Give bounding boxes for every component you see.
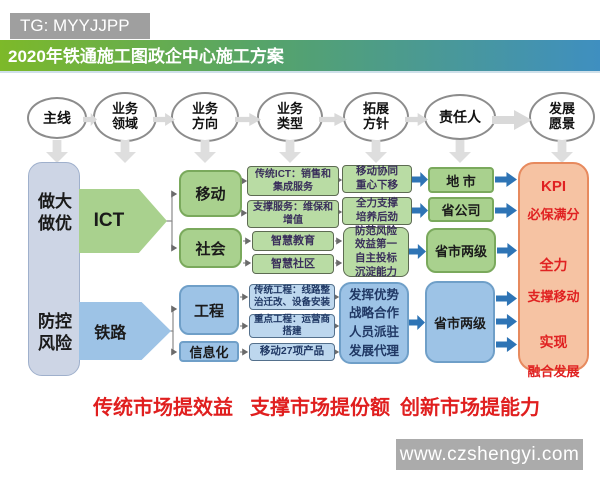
type-label: 传统ICT：销售和集成服务 <box>254 169 332 193</box>
responsible-label: 省市两级 <box>433 315 486 331</box>
vision-line: KPI <box>540 178 566 195</box>
type-mobile-27-products: 移动27项产品 <box>249 343 335 361</box>
vision-box: KPI 必保满分 全力 支撑移动 实现 融合发展 <box>518 162 589 379</box>
policy-label: 全力支撑培养后劲 <box>356 197 398 223</box>
blue-arrow <box>495 172 517 187</box>
vision-line: 全力 <box>539 257 568 273</box>
direction-mobile: 移动 <box>179 170 242 217</box>
responsible-label: 地 市 <box>446 173 476 189</box>
down-arrow <box>365 140 387 163</box>
direction-label: 工程 <box>193 302 224 320</box>
domain-label: 铁路 <box>94 325 127 342</box>
flow-header-label: 业务领域 <box>111 101 138 131</box>
responsible-label: 省市两级 <box>434 244 487 259</box>
direction-society: 社会 <box>179 228 242 268</box>
policy-full-support: 全力支撑培养后劲 <box>342 197 412 225</box>
direction-label: 信息化 <box>189 345 229 360</box>
watermark-url: www.czshengyi.com <box>396 439 583 470</box>
flow-header-mainline: 主线 <box>27 97 87 139</box>
vision-line: 支撑移动 <box>527 289 580 304</box>
domain-label: ICT <box>93 210 125 231</box>
blue-arrow <box>409 244 426 259</box>
mainline-top-label: 做大做优 <box>38 192 72 234</box>
down-arrow <box>46 140 68 163</box>
flow-header-label: 业务类型 <box>276 101 303 131</box>
flow-header-label: 主线 <box>43 110 71 126</box>
responsible-city: 地 市 <box>428 167 494 193</box>
blue-arrow <box>409 315 425 330</box>
blue-arrow <box>496 314 517 329</box>
blue-arrow <box>496 291 517 306</box>
policy-risk-prevention: 防范风险效益第一自主投标沉淀能力 <box>343 224 409 278</box>
responsible-province-city-1: 省市两级 <box>426 228 496 273</box>
flow-header-business-type: 业务类型 <box>257 92 323 142</box>
footer-slogan-support: 支撑市场提份额 <box>250 397 390 419</box>
flow-header-vision: 发展愿景 <box>529 92 595 142</box>
mainline-box: 做大做优 防控风险 <box>28 162 80 376</box>
flow-header-label: 责任人 <box>439 109 481 125</box>
down-arrow <box>279 140 301 163</box>
down-arrow <box>551 140 573 163</box>
down-arrow <box>114 140 136 163</box>
blue-arrow <box>412 203 428 218</box>
type-label: 传统工程：线路整治迁改、设备安装 <box>253 284 330 308</box>
direction-engineering: 工程 <box>179 285 239 335</box>
down-arrow <box>194 140 216 163</box>
direction-label: 移动 <box>195 186 226 203</box>
responsible-province-company: 省公司 <box>428 197 494 222</box>
type-support-service: 支撑服务：维保和增值 <box>247 200 339 228</box>
blue-arrow <box>497 243 517 258</box>
footer-slogan-innovation: 创新市场提能力 <box>400 397 540 419</box>
right-arrow <box>492 110 532 130</box>
direction-informatization: 信息化 <box>179 341 239 362</box>
type-smart-community: 智慧社区 <box>252 254 334 274</box>
type-traditional-ict: 传统ICT：销售和集成服务 <box>247 166 339 196</box>
flow-header-responsible: 责任人 <box>424 94 496 140</box>
responsible-label: 省公司 <box>441 203 481 218</box>
flow-header-expansion-policy: 拓展方针 <box>343 92 409 142</box>
direction-label: 社会 <box>195 240 226 258</box>
flow-header-label: 业务方向 <box>191 101 218 131</box>
policy-label: 移动协同重心下移 <box>356 165 398 191</box>
type-traditional-engineering: 传统工程：线路整治迁改、设备安装 <box>249 284 335 310</box>
policy-label: 发挥优势战略合作人员派驻发展代理 <box>348 287 399 358</box>
type-label: 智慧教育 <box>271 234 315 247</box>
vision-line: 实现 <box>539 334 568 350</box>
type-label: 移动27项产品 <box>259 345 325 358</box>
vision-line: 必保满分 <box>527 207 580 222</box>
policy-label: 防范风险效益第一自主投标沉淀能力 <box>355 224 397 278</box>
type-label: 智慧社区 <box>271 257 315 270</box>
type-label: 重点工程：运营商搭建 <box>253 313 330 337</box>
domain-rail-arrow: 铁路 <box>79 302 171 360</box>
policy-leverage-advantage: 发挥优势战略合作人员派驻发展代理 <box>339 282 409 364</box>
blue-arrow <box>496 337 517 352</box>
flow-header-business-direction: 业务方向 <box>171 92 239 142</box>
domain-ict-arrow: ICT <box>79 189 167 253</box>
type-smart-education: 智慧教育 <box>252 231 334 251</box>
responsible-province-city-2: 省市两级 <box>425 281 495 363</box>
slide-title: 2020年铁通施工图政企中心施工方案 <box>0 40 600 73</box>
mainline-bottom-label: 防控风险 <box>38 312 72 354</box>
flow-header-label: 拓展方针 <box>362 101 389 131</box>
blue-arrow <box>412 172 428 187</box>
flow-header-label: 发展愿景 <box>548 101 575 131</box>
telegram-badge: TG: MYYJJPP <box>10 13 150 39</box>
type-label: 支撑服务：维保和增值 <box>253 202 333 226</box>
blue-arrow <box>495 203 517 218</box>
type-key-engineering: 重点工程：运营商搭建 <box>249 314 335 338</box>
policy-mobile-synergy: 移动协同重心下移 <box>342 165 412 193</box>
flow-header-business-field: 业务领域 <box>93 92 157 142</box>
down-arrow <box>449 140 471 163</box>
vision-line: 融合发展 <box>527 364 580 379</box>
footer-slogan-traditional: 传统市场提效益 <box>93 397 233 419</box>
